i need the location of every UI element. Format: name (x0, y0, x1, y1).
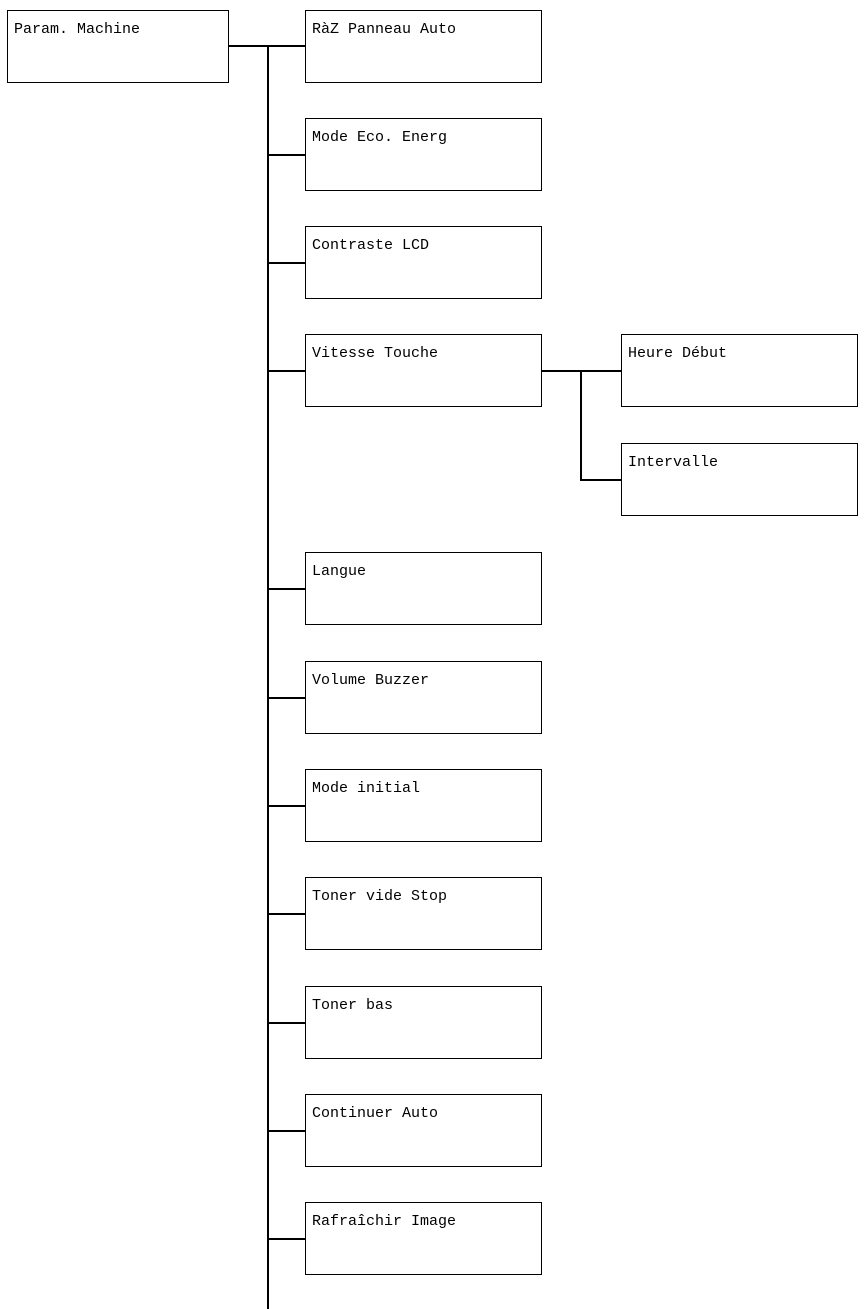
menu-node-mode-eco-energ: Mode Eco. Energ (305, 118, 542, 191)
node-label: Volume Buzzer (312, 672, 430, 689)
connector-line (267, 154, 305, 156)
node-label: Mode initial (312, 780, 421, 797)
menu-node-rafraichir-image: Rafraîchir Image (305, 1202, 542, 1275)
connector-line (267, 1238, 305, 1240)
connector-line (267, 805, 305, 807)
connector-line (267, 588, 305, 590)
connector-line (267, 262, 305, 264)
menu-node-vitesse-touche: Vitesse Touche (305, 334, 542, 407)
node-label: Mode Eco. Energ (312, 129, 448, 146)
connector-line (267, 697, 305, 699)
menu-node-mode-initial: Mode initial (305, 769, 542, 842)
tree-trunk-line (267, 45, 269, 1309)
menu-node-heure-debut: Heure Début (621, 334, 858, 407)
node-label: Contraste LCD (312, 237, 430, 254)
connector-line (580, 479, 621, 481)
menu-node-langue: Langue (305, 552, 542, 625)
node-label: Heure Début (628, 345, 728, 362)
node-label: Param. Machine (14, 21, 141, 38)
menu-node-volume-buzzer: Volume Buzzer (305, 661, 542, 734)
node-label: Toner vide Stop (312, 888, 448, 905)
node-label: Intervalle (628, 454, 719, 471)
menu-node-contraste-lcd: Contraste LCD (305, 226, 542, 299)
connector-line (267, 913, 305, 915)
node-label: Rafraîchir Image (312, 1213, 457, 1230)
menu-node-toner-bas: Toner bas (305, 986, 542, 1059)
connector-line (267, 1022, 305, 1024)
menu-node-toner-vide-stop: Toner vide Stop (305, 877, 542, 950)
connector-line (267, 370, 305, 372)
menu-node-intervalle: Intervalle (621, 443, 858, 516)
connector-line (542, 370, 621, 372)
node-label: Langue (312, 563, 367, 580)
node-label: Continuer Auto (312, 1105, 439, 1122)
connector-line (267, 1130, 305, 1132)
menu-node-param-machine: Param. Machine (7, 10, 229, 83)
node-label: Toner bas (312, 997, 394, 1014)
menu-node-continuer-auto: Continuer Auto (305, 1094, 542, 1167)
node-label: Vitesse Touche (312, 345, 439, 362)
menu-node-raz-panneau-auto: RàZ Panneau Auto (305, 10, 542, 83)
submenu-trunk-line (580, 370, 582, 480)
node-label: RàZ Panneau Auto (312, 21, 457, 38)
